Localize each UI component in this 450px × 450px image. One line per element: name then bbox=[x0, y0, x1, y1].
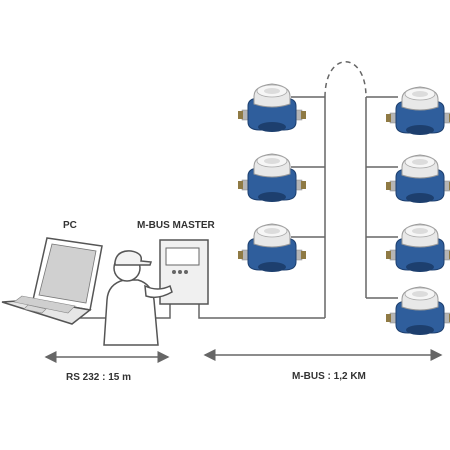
pc-label: PC bbox=[63, 220, 77, 231]
water-meter-icon bbox=[385, 154, 450, 204]
water-meter-icon bbox=[237, 153, 307, 203]
water-meter-icon bbox=[237, 223, 307, 273]
meters-left bbox=[237, 83, 307, 273]
mbus-label: M-BUS : 1,2 KM bbox=[292, 371, 366, 382]
rs232-label: RS 232 : 15 m bbox=[66, 372, 131, 383]
dimension-arrows bbox=[44, 349, 443, 363]
water-meter-icon bbox=[237, 83, 307, 133]
laptop-icon bbox=[1, 237, 103, 325]
water-meter-icon bbox=[385, 286, 450, 336]
technician-figure bbox=[103, 250, 173, 346]
water-meter-icon bbox=[385, 223, 450, 273]
water-meter-icon bbox=[385, 86, 450, 136]
master-label: M-BUS MASTER bbox=[137, 220, 216, 231]
